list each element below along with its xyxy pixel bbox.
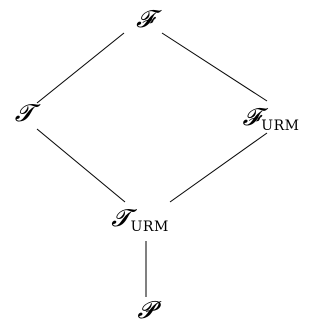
node-f: 𝓕 (136, 7, 154, 31)
node-f-urm-subscript: URM (261, 118, 300, 134)
node-f-urm: 𝓕URM (242, 103, 300, 133)
node-t: 𝓣 (15, 101, 33, 125)
edge-T-TURM (36, 128, 126, 203)
node-t-symbol: 𝓣 (14, 99, 34, 127)
edge-F-T (36, 32, 125, 104)
node-t-urm-subscript: URM (130, 219, 169, 235)
node-f-urm-symbol: 𝓕 (242, 103, 261, 131)
edge-F-FURM (161, 32, 268, 102)
node-p: 𝓟 (137, 298, 154, 322)
node-t-urm-symbol: 𝓣 (111, 204, 130, 232)
edge-FURM-TURM (169, 132, 268, 203)
node-p-symbol: 𝓟 (137, 296, 155, 324)
node-t-urm: 𝓣URM (111, 204, 169, 234)
node-f-symbol: 𝓕 (136, 5, 154, 33)
